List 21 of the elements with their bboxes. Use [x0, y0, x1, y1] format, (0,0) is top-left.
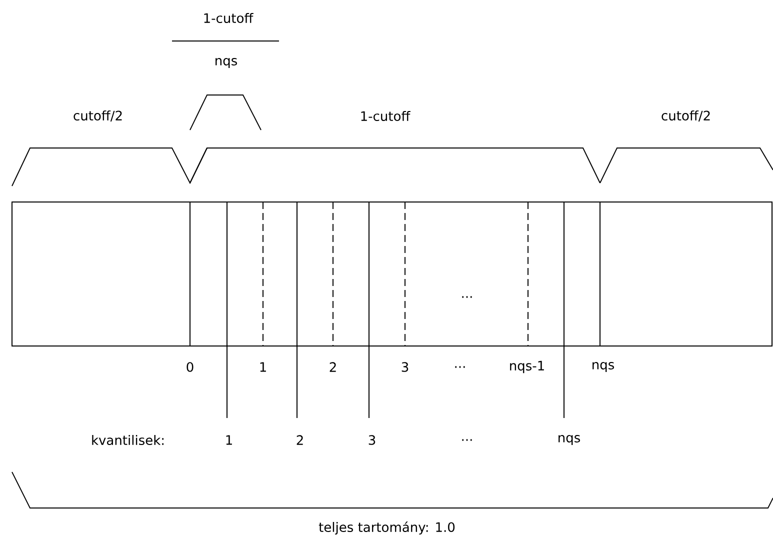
bracket-label: cutoff/2 [74, 110, 122, 122]
fraction-denominator: nqs [216, 58, 237, 68]
range-label: teljes tartomány: 1.0 [318, 521, 455, 535]
tick-label: 1 [260, 362, 266, 372]
ellipsis: ... [462, 296, 472, 298]
tick-label: nqs-1 [510, 360, 544, 374]
bracket-label: cutoff/2 [662, 110, 710, 122]
tick-label: 0 [186, 362, 194, 372]
tick-label: 3 [368, 435, 376, 445]
row-label: kvantilisek: [92, 434, 164, 446]
range-box [12, 202, 772, 346]
tick-label: ... [455, 366, 465, 368]
tick-label: nqs [558, 435, 580, 445]
tick-label: 2 [296, 435, 303, 445]
tick-label: 1 [226, 435, 232, 445]
tick-label: ... [462, 439, 472, 441]
fraction-numerator: 1-cutoff [204, 12, 254, 24]
tick-label: nqs [592, 362, 614, 372]
tick-label: 3 [402, 362, 408, 372]
bracket-label: 1-cutoff [361, 110, 410, 122]
tick-label: 2 [330, 362, 336, 372]
